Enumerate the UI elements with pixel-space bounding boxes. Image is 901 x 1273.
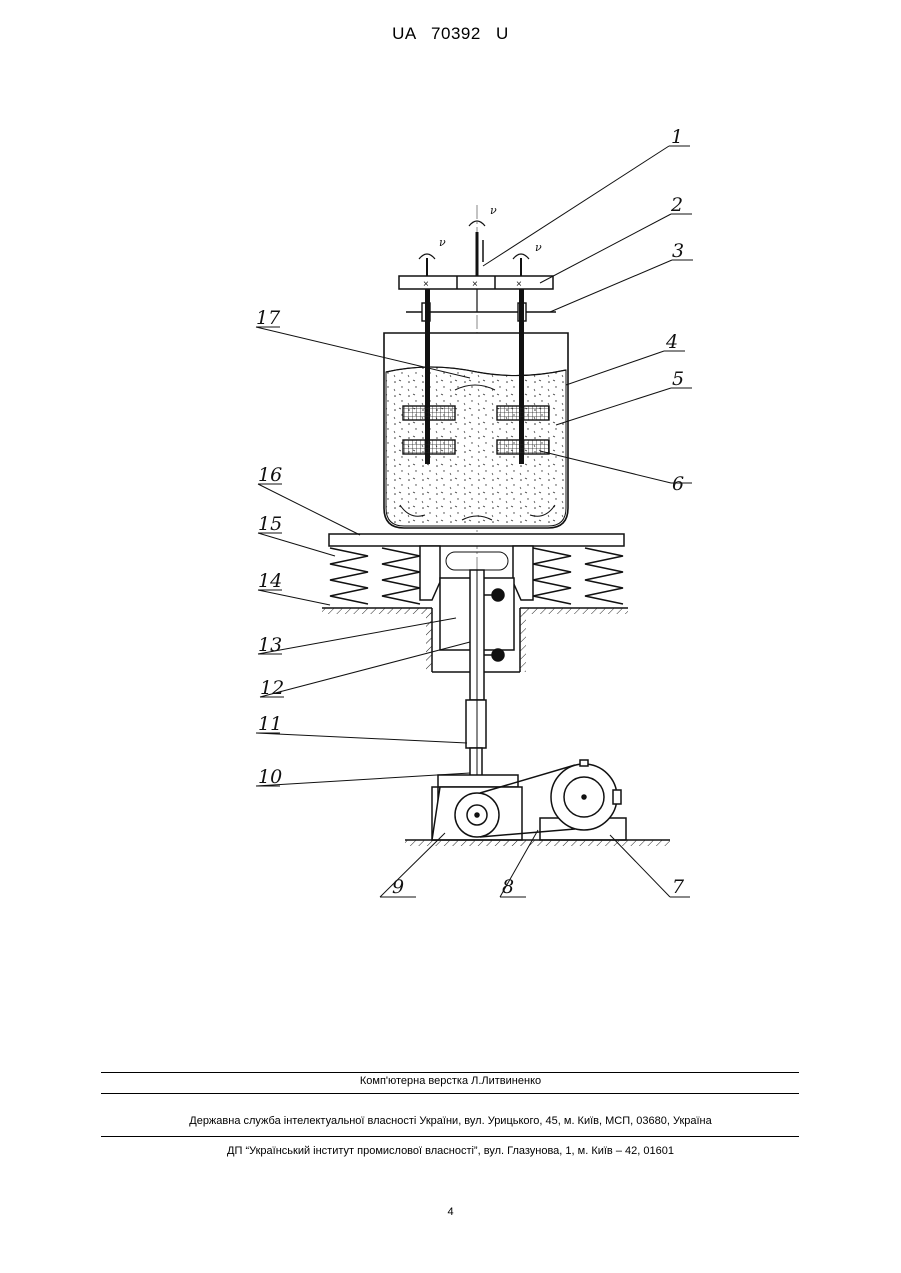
rotation-mark: ν	[439, 236, 446, 249]
connecting-rod	[466, 700, 486, 780]
divider	[101, 1136, 799, 1137]
label-12: 12	[260, 677, 284, 699]
label-11: 11	[258, 713, 282, 735]
svg-text:×: ×	[472, 279, 478, 290]
label-2: 2	[670, 194, 683, 216]
mixing-vessel	[384, 333, 568, 528]
drive-unit	[432, 760, 626, 840]
label-1: 1	[671, 126, 683, 148]
label-3: 3	[672, 240, 684, 262]
composer-credit: Комп'ютерна верстка Л.Литвиненко	[0, 1075, 901, 1087]
label-17: 17	[256, 307, 281, 329]
label-13: 13	[258, 634, 282, 656]
label-10: 10	[258, 766, 282, 788]
institute-address: ДП “Український інститут промислової вла…	[0, 1145, 901, 1157]
divider	[101, 1093, 799, 1094]
label-5: 5	[672, 368, 684, 390]
label-7: 7	[672, 876, 685, 898]
svg-text:×: ×	[423, 279, 429, 290]
gear-housing: × × ×	[399, 276, 553, 290]
label-4: 4	[665, 331, 678, 353]
rotation-mark: ν	[490, 204, 497, 217]
divider	[101, 1072, 799, 1073]
rotation-mark: ν	[535, 241, 542, 254]
label-16: 16	[258, 464, 282, 486]
label-9: 9	[392, 876, 404, 898]
label-6: 6	[672, 473, 684, 495]
svg-text:×: ×	[516, 279, 522, 290]
label-15: 15	[258, 513, 282, 535]
label-8: 8	[502, 876, 514, 898]
ground-line	[405, 840, 670, 846]
eccentric-mechanism	[440, 570, 514, 700]
page-number: 4	[0, 1206, 901, 1218]
label-14: 14	[258, 570, 282, 592]
agency-address: Державна служба інтелектуальної власност…	[0, 1115, 901, 1127]
